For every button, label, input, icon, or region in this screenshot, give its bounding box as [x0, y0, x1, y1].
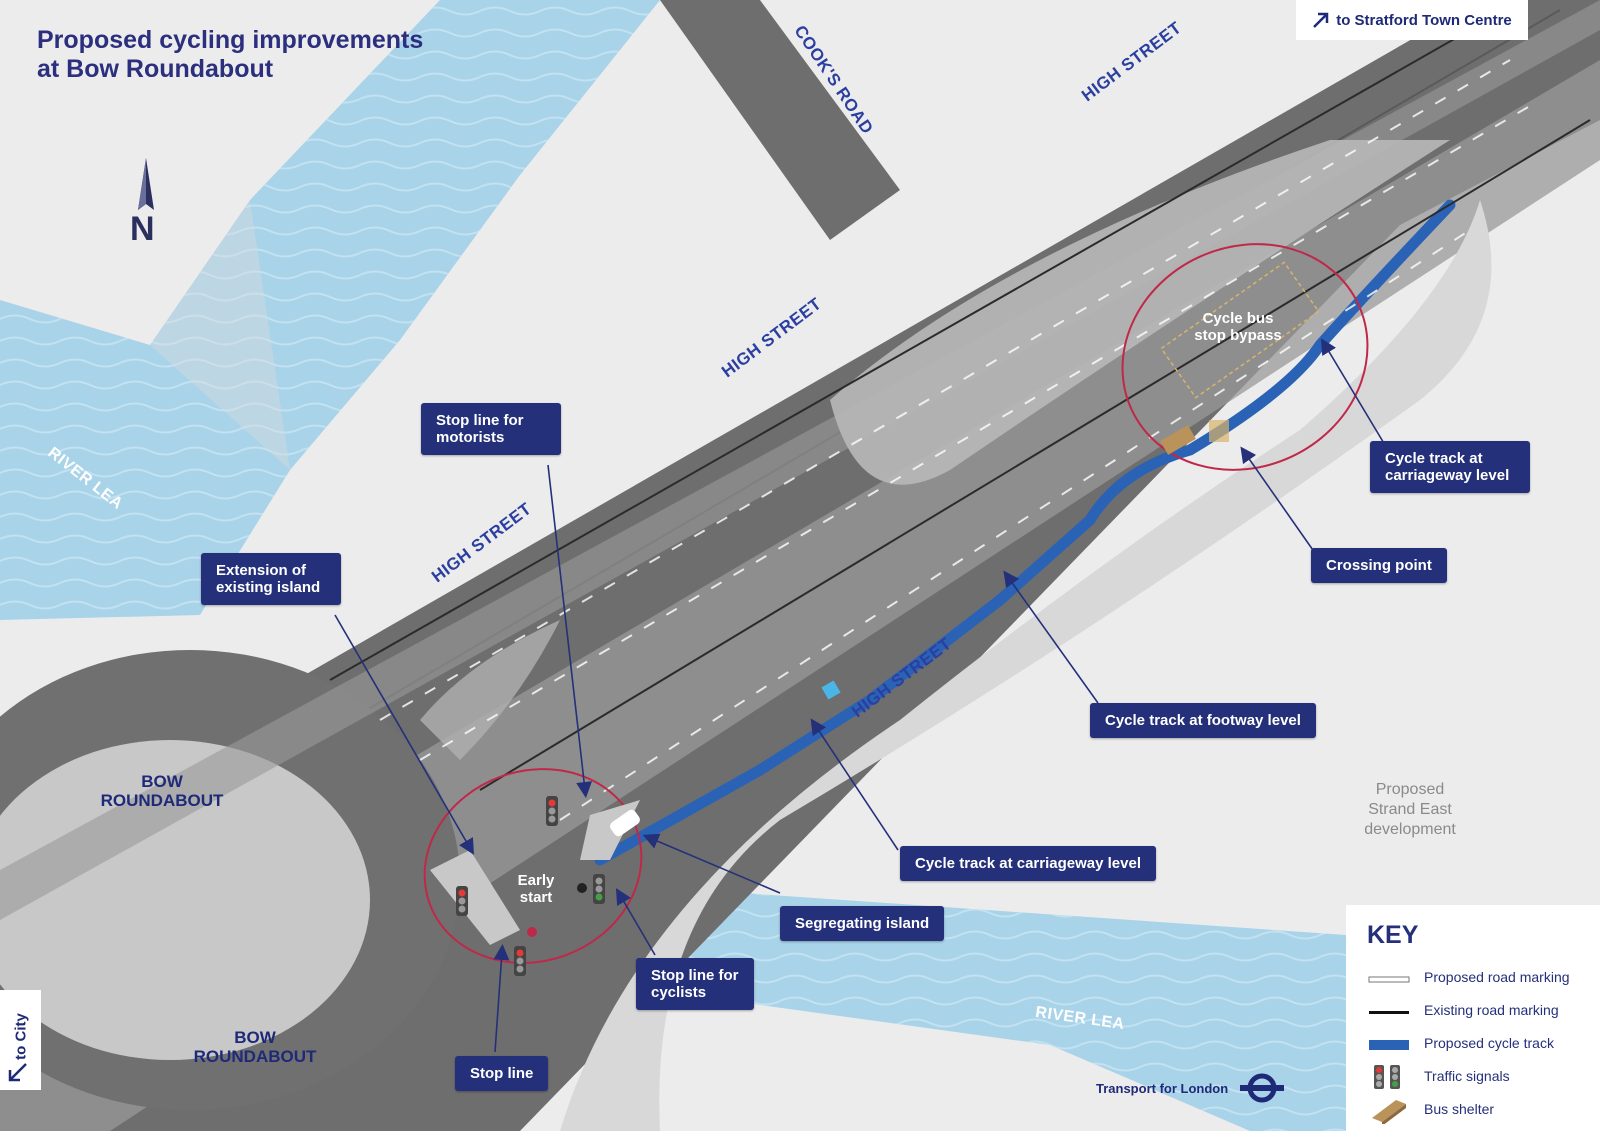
tfl-name: Transport for London	[1096, 1080, 1229, 1096]
callout-cycle-track-footway: Cycle track at footway level	[1090, 703, 1316, 738]
callout-label: Crossing point	[1326, 557, 1432, 574]
callout-label: Cycle track at footway level	[1105, 712, 1301, 729]
callout-segregating-island: Segregating island	[780, 906, 945, 941]
blue-bar-icon	[1369, 1040, 1409, 1050]
title-line-2: at Bow Roundabout	[37, 55, 274, 83]
traffic-signal-2	[456, 886, 468, 916]
tfl-branding: Transport for London	[1096, 1072, 1285, 1104]
stratford-direction-sign: to Stratford Town Centre	[1296, 0, 1528, 40]
callout-stop-line-motorists: Stop line for motorists	[421, 403, 561, 455]
key-label: Proposed cycle track	[1424, 1035, 1554, 1051]
place-label-bow-roundabout: BOW ROUNDABOUT	[100, 772, 224, 810]
bus-shelter-icon	[1372, 1100, 1406, 1124]
callout-extension-island: Extension of existing island	[201, 553, 341, 605]
cooks-road-carriageway	[660, 0, 900, 240]
early-start-label: Early start	[517, 872, 555, 906]
key-item-traffic-signals: Traffic signals	[1346, 1062, 1600, 1092]
callout-stop-line-cyclists: Stop line for cyclists	[636, 958, 754, 1010]
callout-label: Segregating island	[795, 915, 930, 932]
car-icon	[610, 809, 640, 837]
north-label: N	[130, 210, 155, 248]
bus-stop-bypass-ring	[1121, 243, 1369, 471]
key-label: Existing road marking	[1424, 1002, 1559, 1018]
traffic-signal-1	[546, 796, 558, 826]
traffic-signal-4	[593, 874, 605, 904]
callout-label: Cycle track at carriageway level	[1385, 450, 1510, 484]
cyclist-icon	[527, 927, 537, 937]
key-label: Proposed road marking	[1424, 969, 1570, 985]
proposed-cycle-track	[594, 199, 1456, 866]
callout-label: Stop line	[470, 1065, 534, 1082]
key-item-proposed-road-marking: Proposed road marking	[1346, 963, 1600, 993]
north-arrow-icon: N	[126, 158, 166, 254]
title-line-1: Proposed cycling improvements	[37, 26, 424, 54]
double-line-icon	[1368, 976, 1410, 983]
callout-cycle-track-carriageway-lower: Cycle track at carriageway level	[900, 846, 1156, 881]
key-item-bus-shelter: Bus shelter	[1346, 1095, 1600, 1125]
key-label: Bus shelter	[1424, 1101, 1495, 1117]
cyclist-icon	[577, 883, 587, 893]
river-lea-upper	[0, 0, 660, 620]
key-title: KEY	[1367, 921, 1419, 949]
tfl-roundel-icon	[1240, 1073, 1285, 1103]
key-item-existing-road-marking: Existing road marking	[1346, 996, 1600, 1026]
callout-label: Cycle track at carriageway level	[915, 855, 1141, 872]
traffic-signals-icon	[1374, 1065, 1400, 1089]
traffic-signal-3	[514, 946, 526, 976]
key-label: Traffic signals	[1424, 1068, 1510, 1084]
page-title: Proposed cycling improvements at Bow Rou…	[37, 26, 423, 84]
callout-stop-line: Stop line	[455, 1056, 549, 1091]
callout-label: Stop line for motorists	[436, 412, 524, 446]
arrow-down-left-icon	[8, 1063, 27, 1082]
callout-label: Extension of existing island	[216, 562, 321, 596]
bus-stop-bypass-label: Cycle bus stop bypass	[1194, 310, 1282, 344]
city-direction-sign: to City	[0, 990, 41, 1090]
key-item-proposed-cycle-track: Proposed cycle track	[1346, 1029, 1600, 1059]
bus-stop-area	[1160, 261, 1320, 455]
arrow-up-right-icon	[1313, 12, 1329, 28]
place-label-bow-roundabout: BOW ROUNDABOUT	[193, 1028, 317, 1066]
callout-crossing-point: Crossing point	[1311, 548, 1447, 583]
black-line-icon	[1369, 1011, 1409, 1014]
map-key: KEY Proposed road marking Existing road …	[1346, 905, 1600, 1131]
callout-label: Stop line for cyclists	[651, 967, 739, 1001]
early-start-ring	[423, 768, 643, 964]
place-label-strand-east: Proposed Strand East development	[1364, 781, 1456, 838]
stratford-direction-label: to Stratford Town Centre	[1336, 11, 1512, 29]
river-lea-lower	[615, 890, 1346, 1131]
callout-cycle-track-carriageway-upper: Cycle track at carriageway level	[1370, 441, 1530, 493]
